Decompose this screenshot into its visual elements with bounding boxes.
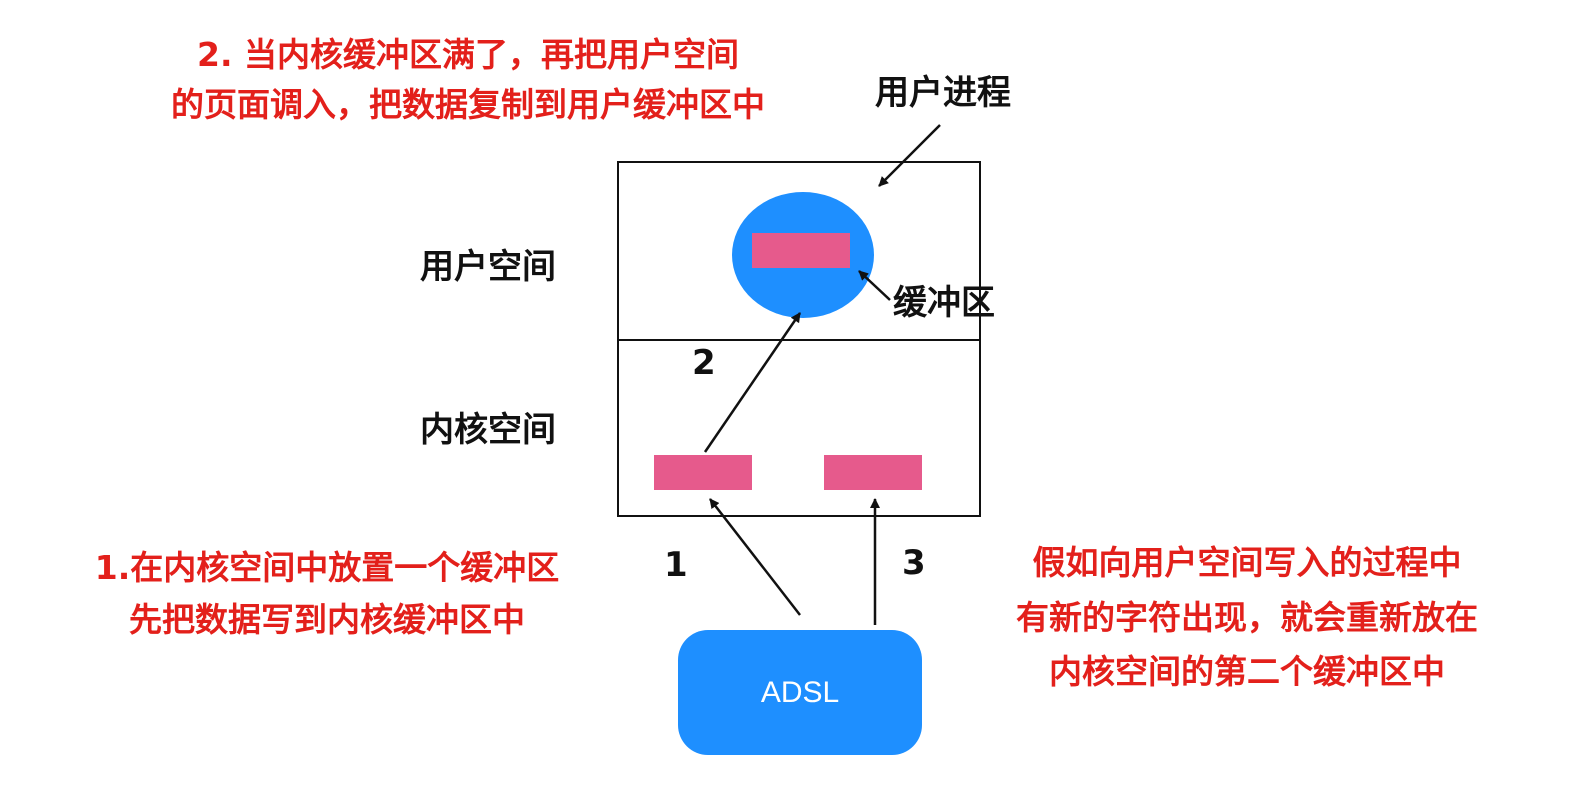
kernel-buffer-2 — [824, 455, 922, 490]
step3-annotation-line3: 内核空间的第二个缓冲区中 — [1049, 652, 1445, 691]
kernel-space-label: 内核空间 — [420, 410, 556, 450]
user-process-label: 用户进程 — [875, 73, 1011, 113]
step-number-1: 1 — [664, 545, 688, 585]
user-space-label: 用户空间 — [420, 247, 556, 287]
arrow-adsl-to-kernel-buffer-1 — [709, 498, 801, 616]
arrow-buffer-pointer — [858, 270, 891, 301]
buffer-label: 缓冲区 — [893, 283, 995, 323]
step3-annotation-line1: 假如向用户空间写入的过程中 — [1032, 543, 1462, 582]
user-buffer — [752, 233, 850, 268]
arrow-kernel-to-user-buffer — [703, 312, 802, 453]
arrow-user-process-pointer — [878, 124, 941, 187]
step2-annotation-line1: 2. 当内核缓冲区满了，再把用户空间 — [197, 35, 739, 74]
step-number-3: 3 — [902, 543, 926, 583]
step1-annotation-line2: 先把数据写到内核缓冲区中 — [129, 600, 525, 639]
step1-annotation-line1: 1.在内核空间中放置一个缓冲区 — [94, 548, 560, 587]
step-number-2: 2 — [692, 343, 716, 383]
step3-annotation-line2: 有新的字符出现，就会重新放在 — [1016, 598, 1478, 637]
adsl-label: ADSL — [760, 675, 840, 709]
kernel-buffer-1 — [654, 455, 752, 490]
adsl-box — [678, 630, 922, 755]
step2-annotation-line2: 的页面调入，把数据复制到用户缓冲区中 — [171, 85, 765, 124]
